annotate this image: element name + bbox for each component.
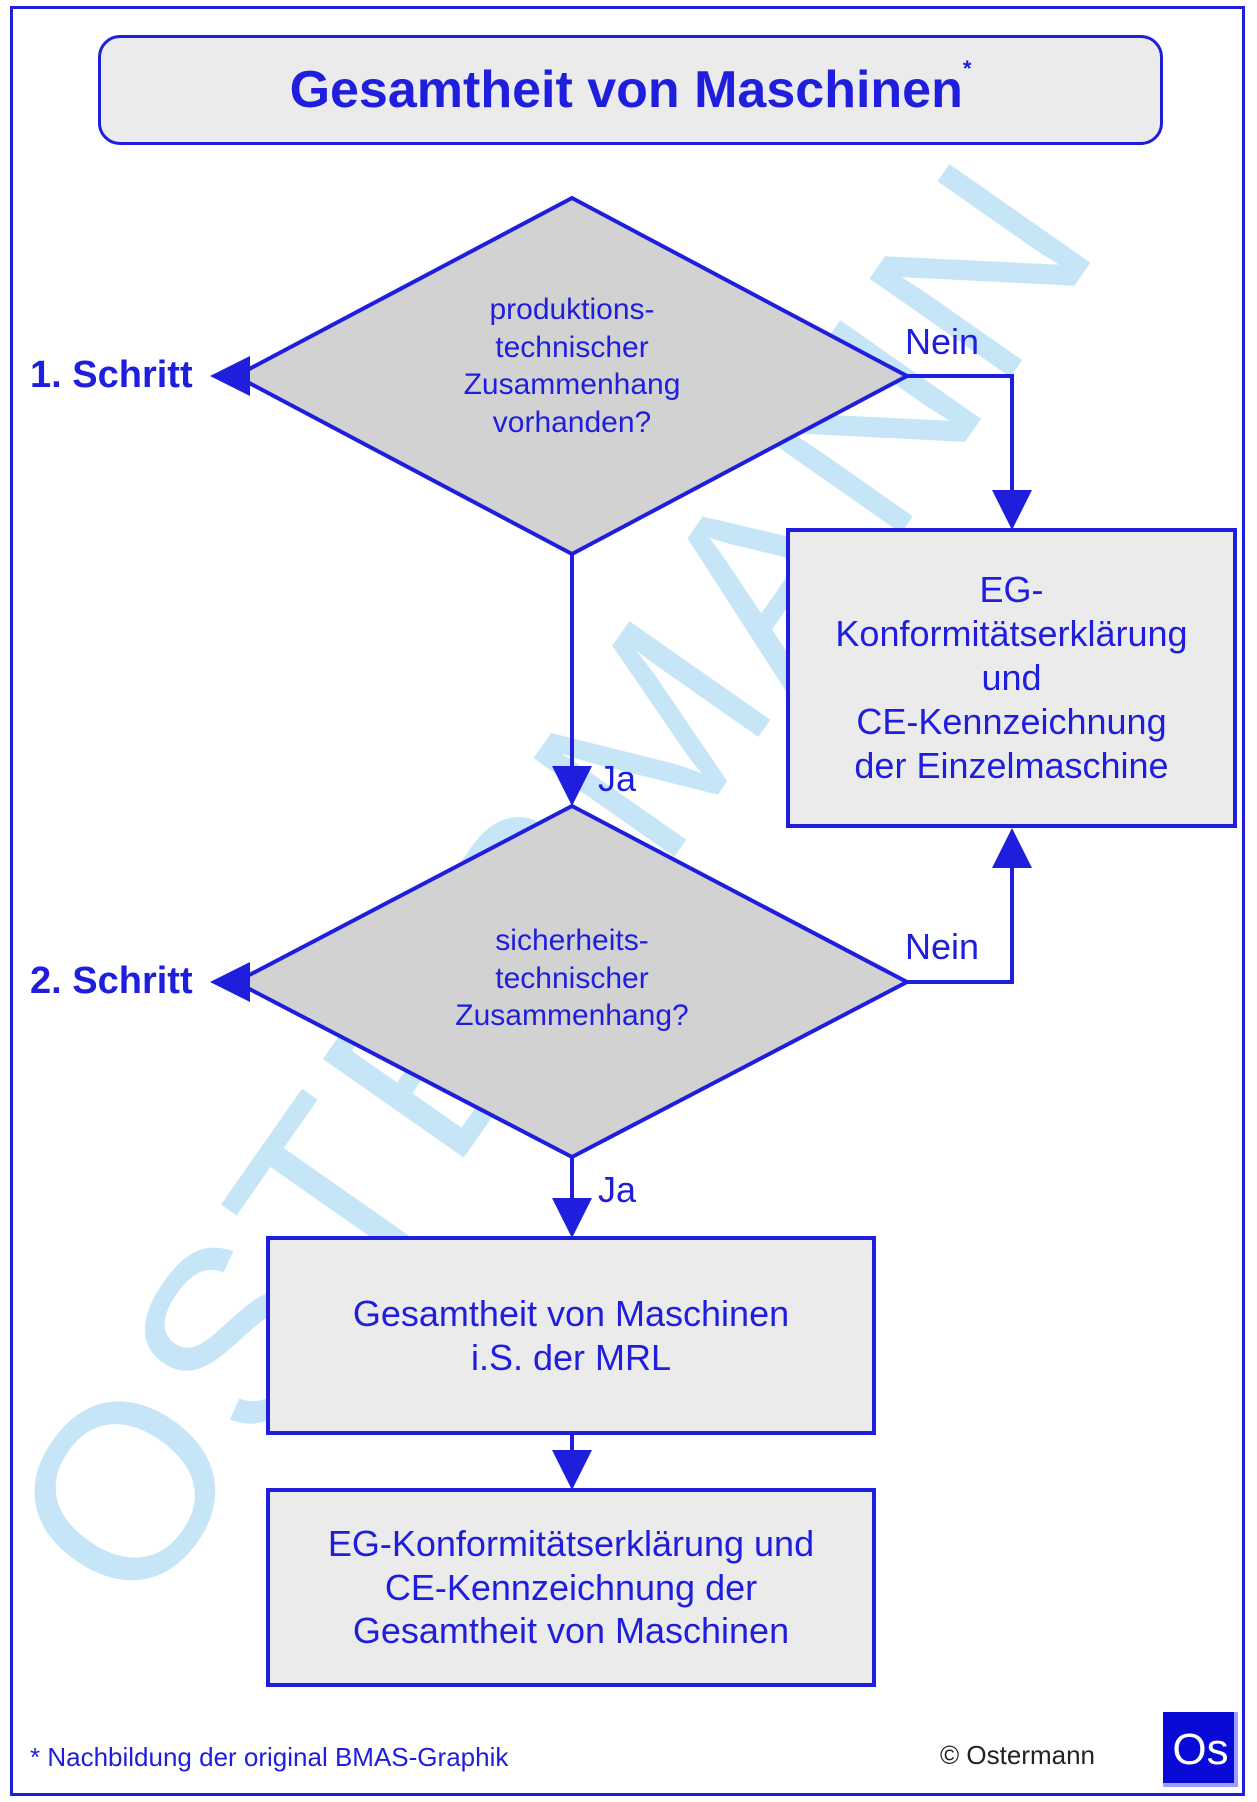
box-gesamtheit-mrl: Gesamtheit von Maschinen i.S. der MRL [266, 1236, 876, 1435]
arrow-nein-1 [907, 374, 1032, 530]
copyright: © Ostermann [940, 1740, 1095, 1770]
box-einzelmaschine-text: EG- Konformitätserklärung und CE-Kennzei… [835, 569, 1188, 786]
step-2-label: 2. Schritt [30, 960, 193, 1002]
footnote: * Nachbildung der original BMAS-Graphik [30, 1742, 509, 1772]
decision-1-text: produktions- technischer Zusammenhang vo… [463, 293, 681, 439]
title-box: Gesamtheit von Maschinen* [98, 35, 1163, 145]
page-title: Gesamtheit von Maschinen* [289, 56, 972, 120]
box-final-konformitaet: EG-Konformitätserklärung und CE-Kennzeic… [266, 1488, 876, 1687]
edge-label-nein-1: Nein [905, 321, 980, 362]
edge-label-nein-2: Nein [905, 926, 980, 967]
title-footnote-marker: * [962, 56, 972, 81]
box-final-konformitaet-text: EG-Konformitätserklärung und CE-Kennzeic… [327, 1522, 815, 1652]
edge-label-ja-1: Ja [598, 758, 637, 799]
edge-label-ja-2: Ja [598, 1169, 637, 1210]
ostermann-logo: Os [1163, 1712, 1238, 1787]
page-title-text: Gesamtheit von Maschinen [289, 61, 963, 119]
step-1-label: 1. Schritt [30, 354, 193, 396]
decision-2-text: sicherheits- technischer Zusammenhang? [455, 924, 689, 1032]
box-einzelmaschine: EG- Konformitätserklärung und CE-Kennzei… [786, 528, 1237, 828]
box-gesamtheit-mrl-text: Gesamtheit von Maschinen i.S. der MRL [352, 1292, 790, 1378]
logo-text: Os [1172, 1724, 1229, 1774]
arrow-nein-2 [907, 828, 1032, 984]
